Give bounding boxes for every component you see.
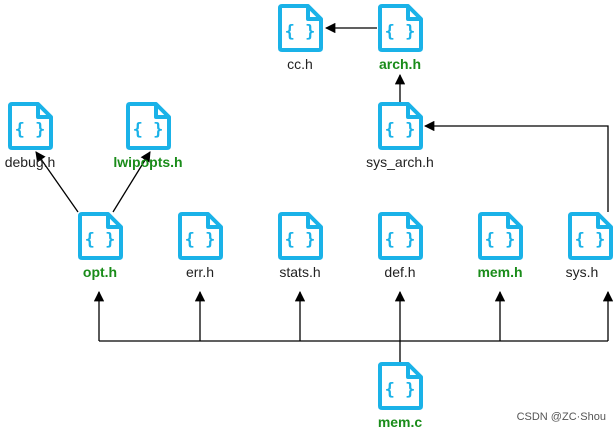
code-file-icon: { } xyxy=(278,212,323,260)
code-file-icon: { } xyxy=(8,102,53,150)
node-label: sys_arch.h xyxy=(366,154,434,170)
svg-text:{ }: { } xyxy=(15,120,46,140)
svg-text:{ }: { } xyxy=(185,230,216,250)
node-label: stats.h xyxy=(279,264,321,280)
svg-text:{ }: { } xyxy=(385,380,416,400)
watermark: CSDN @ZC·Shou xyxy=(516,411,606,423)
code-file-icon: { } xyxy=(78,212,123,260)
node-label: lwipopts.h xyxy=(113,154,183,170)
svg-text:{ }: { } xyxy=(285,230,316,250)
node-label: mem.h xyxy=(477,264,523,280)
node-label: def.h xyxy=(384,264,416,280)
svg-text:{ }: { } xyxy=(575,230,606,250)
node-label: opt.h xyxy=(82,264,118,280)
node-label: err.h xyxy=(185,264,214,280)
code-file-icon: { } xyxy=(378,4,423,52)
code-file-icon: { } xyxy=(378,362,423,410)
code-file-icon: { } xyxy=(278,4,323,52)
code-file-icon: { } xyxy=(478,212,523,260)
svg-text:{ }: { } xyxy=(85,230,116,250)
node-label: mem.c xyxy=(377,414,423,430)
node-label: debug.h xyxy=(4,154,56,170)
edge-opt-to-lwipopts xyxy=(112,151,151,213)
node-label: sys.h xyxy=(565,264,599,280)
code-file-icon: { } xyxy=(126,102,171,150)
svg-text:{ }: { } xyxy=(385,230,416,250)
code-file-icon: { } xyxy=(378,102,423,150)
node-label: arch.h xyxy=(378,56,421,72)
svg-text:{ }: { } xyxy=(133,120,164,140)
code-file-icon: { } xyxy=(568,212,613,260)
code-file-icon: { } xyxy=(378,212,423,260)
code-file-icon: { } xyxy=(178,212,223,260)
svg-text:{ }: { } xyxy=(485,230,516,250)
svg-text:{ }: { } xyxy=(285,22,316,42)
node-label: cc.h xyxy=(287,56,313,72)
svg-text:{ }: { } xyxy=(385,22,416,42)
edge-opt-to-debug xyxy=(35,151,79,213)
edge-sys-to-sys-arch xyxy=(423,120,609,212)
svg-text:{ }: { } xyxy=(385,120,416,140)
